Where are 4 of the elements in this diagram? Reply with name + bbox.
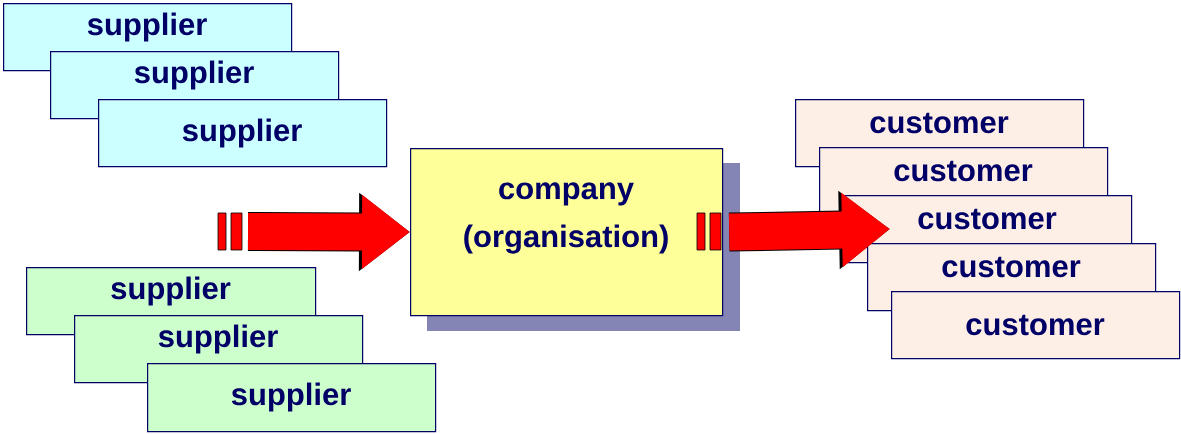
supplier-box: supplier bbox=[98, 99, 388, 168]
company-box: company (organisation) bbox=[410, 148, 740, 331]
supplier-box: supplier bbox=[147, 363, 437, 433]
customer-box: customer bbox=[891, 291, 1181, 360]
